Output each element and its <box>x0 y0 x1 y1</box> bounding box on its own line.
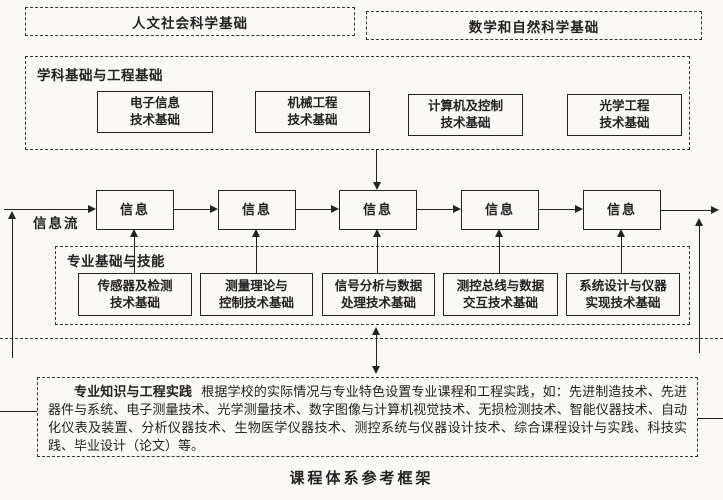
arrow-up-icon <box>373 229 381 237</box>
info-node-1: 信息 <box>96 190 174 230</box>
arrow-up-icon <box>252 229 260 237</box>
prof-to-info-line-5 <box>621 232 622 273</box>
flow-line-2-3 <box>296 209 331 210</box>
professional-box-system-design: 系统设计与仪器 实现技术基础 <box>566 273 680 316</box>
arrow-right-icon <box>88 205 96 213</box>
dashed-separator-line <box>0 338 723 339</box>
discipline-box-mechanical-eng: 机械工程 技术基础 <box>255 91 370 133</box>
box-text-line: 系统设计与仪器 <box>579 278 667 293</box>
flow-line-3-4 <box>417 209 453 210</box>
professional-section-title: 专业基础与技能 <box>67 254 165 269</box>
prof-to-info-line-3 <box>377 232 378 273</box>
info-node-label: 信息 <box>241 202 272 218</box>
discipline-section-title: 学科基础与工程基础 <box>37 68 163 83</box>
box-text-line: 技术基础 <box>109 295 160 310</box>
prof-to-info-line-2 <box>256 232 257 273</box>
arrow-up-icon <box>130 229 138 237</box>
info-node-4: 信息 <box>461 190 539 230</box>
math-science-foundation-label: 数学和自然科学基础 <box>468 19 600 35</box>
info-node-label: 信息 <box>484 202 515 218</box>
info-node-3: 信息 <box>339 190 417 230</box>
discipline-box-optical-eng: 光学工程 技术基础 <box>567 94 682 136</box>
arrow-up-icon <box>8 211 16 219</box>
box-text-line: 测量理论与 <box>225 278 288 293</box>
right-feedback-line <box>699 226 700 353</box>
practice-body-text: 根据学校的实际情况与专业特色设置专业课程和工程实践，如：先进制造技术、先进器件与… <box>48 384 687 453</box>
arrow-right-icon <box>575 205 583 213</box>
professional-box-measurement-control: 测量理论与 控制技术基础 <box>200 273 313 316</box>
flow-exit-line <box>661 210 711 211</box>
box-text-line: 实现技术基础 <box>585 295 661 310</box>
box-text-line: 交互技术基础 <box>462 295 538 310</box>
info-node-label: 信息 <box>606 202 637 218</box>
box-text-line: 测控总线与数据 <box>456 278 545 293</box>
discipline-to-info-line <box>376 150 377 184</box>
professional-box-signal-processing: 信号分析与数据 处理技术基础 <box>322 273 435 316</box>
info-node-label: 信息 <box>119 202 150 218</box>
flow-entry-line <box>4 209 88 210</box>
info-node-5: 信息 <box>583 190 661 230</box>
box-text-line: 信号分析与数据 <box>334 278 423 293</box>
practice-paragraph: 专业知识与工程实践根据学校的实际情况与专业特色设置专业课程和工程实践，如：先进制… <box>48 383 687 455</box>
flow-line-1-2 <box>174 209 210 210</box>
discipline-box-computer-control: 计算机及控制 技术基础 <box>408 94 523 136</box>
math-science-foundation-box: 数学和自然科学基础 <box>366 11 702 40</box>
info-flow-label: 信息流 <box>33 216 80 231</box>
arrow-right-icon <box>711 206 719 214</box>
discipline-section-container <box>25 56 690 150</box>
practice-section-box: 专业知识与工程实践根据学校的实际情况与专业特色设置专业课程和工程实践，如：先进制… <box>37 377 698 457</box>
box-text-line: 机械工程 <box>287 96 338 111</box>
professional-box-bus-data-interaction: 测控总线与数据 交互技术基础 <box>443 273 558 316</box>
practice-link-line <box>376 334 377 368</box>
practice-left-stub-line <box>0 411 37 412</box>
arrow-up-icon <box>495 229 503 237</box>
box-text-line: 技术基础 <box>129 113 180 127</box>
box-text-line: 控制技术基础 <box>218 295 294 310</box>
practice-right-stub-line <box>698 418 723 419</box>
box-text-line: 处理技术基础 <box>340 295 416 310</box>
left-feedback-line <box>12 219 13 358</box>
figure-caption: 课程体系参考框架 <box>289 470 434 487</box>
practice-lead-label: 专业知识与工程实践 <box>74 384 193 399</box>
professional-section-container <box>55 246 690 325</box>
arrow-down-icon <box>373 182 381 190</box>
arrow-right-icon <box>453 205 461 213</box>
box-text-line: 技术基础 <box>599 116 650 130</box>
info-node-label: 信息 <box>362 202 393 218</box>
box-text-line: 电子信息 <box>129 96 180 111</box>
arrow-up-icon <box>617 229 625 237</box>
humanities-foundation-label: 人文社会科学基础 <box>132 15 248 31</box>
arrow-right-icon <box>210 205 218 213</box>
box-text-line: 光学工程 <box>599 99 650 114</box>
box-text-line: 计算机及控制 <box>427 99 503 114</box>
professional-box-sensors: 传感器及检测 技术基础 <box>78 273 192 316</box>
prof-to-info-line-4 <box>499 232 500 273</box>
arrow-right-icon <box>331 205 339 213</box>
arrow-down-icon <box>372 366 380 374</box>
discipline-box-electronic-info: 电子信息 技术基础 <box>97 91 213 133</box>
arrow-up-icon <box>695 218 703 226</box>
humanities-foundation-box: 人文社会科学基础 <box>25 7 355 36</box>
box-text-line: 传感器及检测 <box>97 278 173 293</box>
arrow-up-icon <box>372 327 380 335</box>
box-text-line: 技术基础 <box>287 113 338 127</box>
info-node-2: 信息 <box>218 190 296 230</box>
prof-to-info-line-1 <box>134 232 135 273</box>
flow-line-4-5 <box>539 209 575 210</box>
box-text-line: 技术基础 <box>440 116 491 130</box>
